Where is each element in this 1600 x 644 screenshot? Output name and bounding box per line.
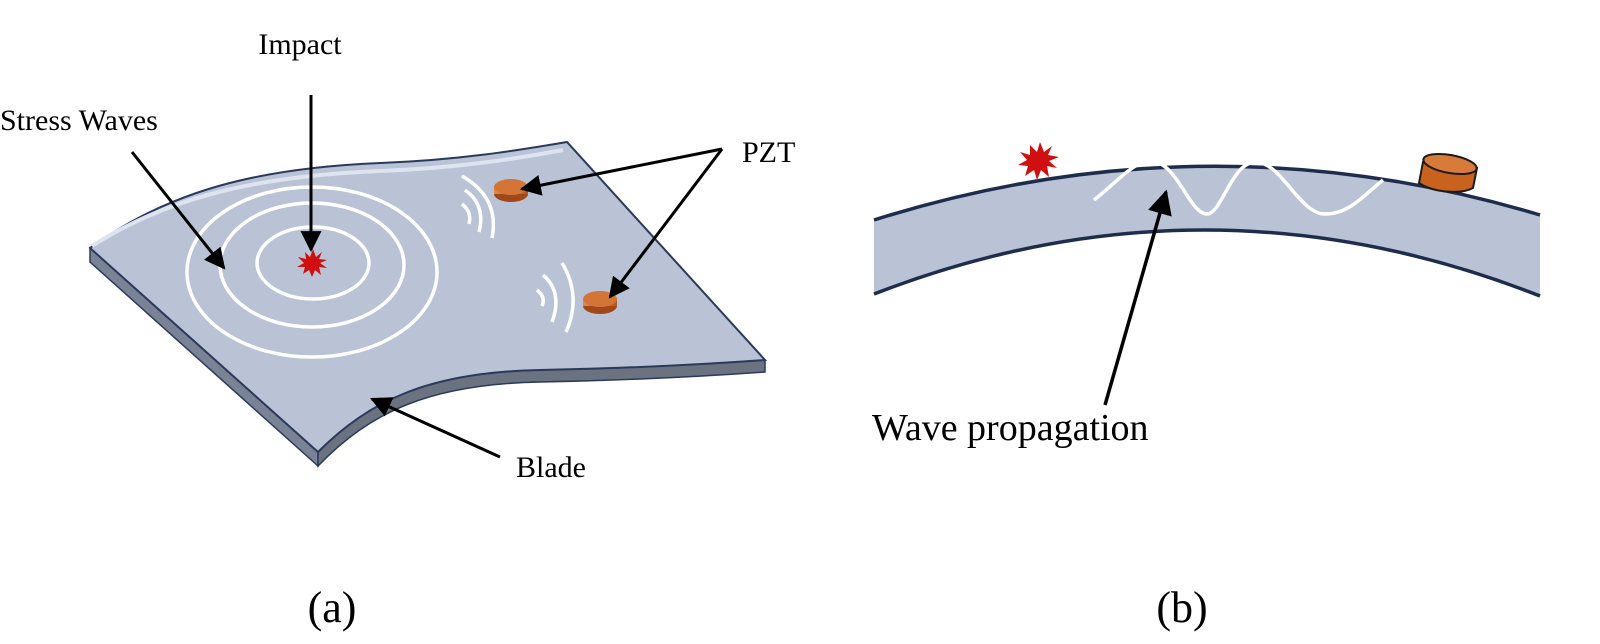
wave-propagation-label: Wave propagation (872, 407, 1149, 449)
stress-waves-arrow (130, 151, 226, 270)
pzt-sensor-icon (1417, 152, 1479, 193)
blade-arrow (370, 397, 501, 459)
pzt-wave-arc-5 (541, 273, 558, 323)
pzt-wave-arc-3 (461, 174, 496, 239)
pzt-wave-arc-6 (560, 262, 575, 333)
pzt-wave-arc-1 (460, 202, 472, 225)
impact-starburst-icon (297, 249, 327, 277)
impact-label: Impact (258, 28, 342, 61)
pzt-wave-arc-4 (535, 288, 545, 307)
pzt-sensor-lower-icon (583, 291, 617, 314)
panel-a-caption: (a) (308, 583, 357, 632)
propagating-wave (1092, 159, 1385, 216)
blade-section-lower-edge (873, 228, 1541, 298)
pzt-wave-arc-2 (463, 188, 483, 233)
wave-propagation-arrow (1103, 189, 1172, 406)
pzt-arrow-upper (519, 147, 723, 196)
blade-label: Blade (516, 451, 586, 484)
panel-b: Wave propagation (b) (872, 142, 1541, 632)
stress-wave-ring-inner (255, 225, 371, 301)
stress-waves-label: Stress Waves (0, 104, 158, 137)
blade-section (874, 166, 1540, 296)
pzt-label: PZT (742, 136, 795, 169)
impact-starburst-icon (1018, 142, 1059, 180)
panel-b-caption: (b) (1156, 583, 1207, 632)
blade-surface (88, 140, 768, 454)
pzt-sensor-upper-icon (494, 179, 528, 202)
panel-a: Impact Stress Waves PZT Blade (a) (0, 28, 795, 632)
pzt-arrow-lower (608, 148, 724, 299)
blade-leading-edge (90, 148, 564, 248)
